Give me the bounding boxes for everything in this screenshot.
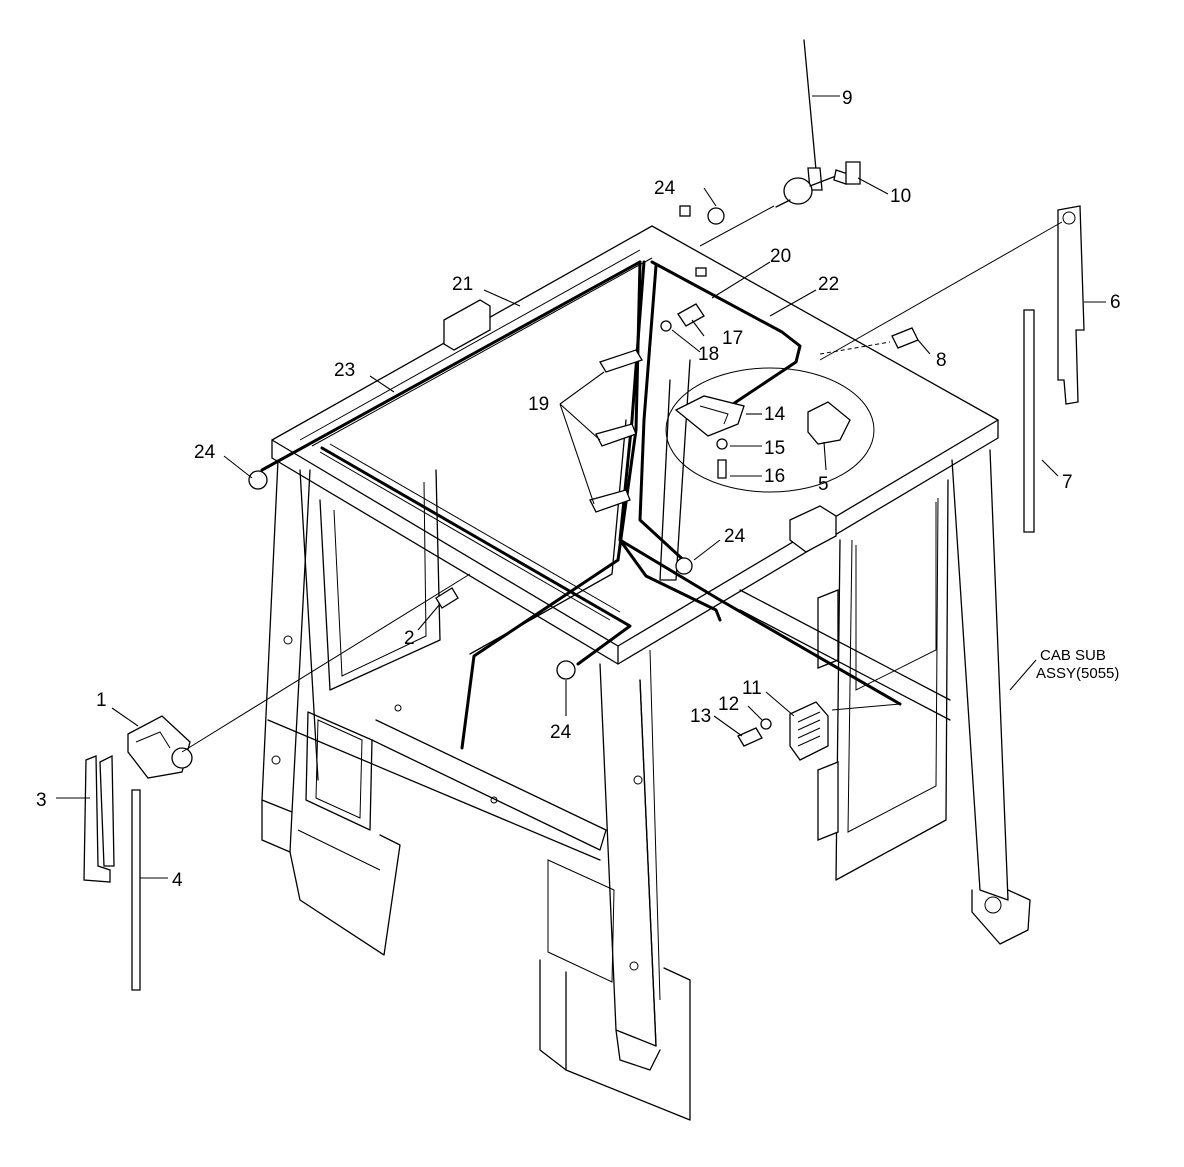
callout-4: 4 <box>172 870 183 891</box>
dome-light-detail <box>665 367 875 493</box>
callout-17: 17 <box>722 328 743 349</box>
callout-18: 18 <box>698 344 719 365</box>
assembly-note-line1: CAB SUB <box>1040 647 1106 664</box>
callout-24-mid: 24 <box>724 526 746 547</box>
callout-20: 20 <box>770 246 791 267</box>
callout-14: 14 <box>764 404 786 425</box>
callout-15: 15 <box>764 438 785 459</box>
harness-23 <box>320 446 632 666</box>
screw-16 <box>717 459 727 479</box>
antenna-9 <box>775 39 849 208</box>
dome-light-14 <box>674 395 745 437</box>
callout-2: 2 <box>404 628 415 649</box>
harness-main <box>618 260 722 622</box>
callout-11: 11 <box>742 678 762 699</box>
callout-22: 22 <box>818 274 839 295</box>
wiring-harness <box>260 260 902 750</box>
screw-13 <box>737 727 763 747</box>
bracket-6 <box>1057 205 1085 405</box>
washer-12 <box>760 718 772 730</box>
callout-19: 19 <box>528 394 549 415</box>
callout-23: 23 <box>334 360 355 381</box>
washer-15 <box>716 438 728 450</box>
harness-21 <box>260 260 642 472</box>
clamps-19 <box>589 349 643 513</box>
lens-5 <box>807 401 851 445</box>
harness-20 <box>650 260 802 408</box>
grommet-24-mid <box>675 557 693 575</box>
callout-1: 1 <box>96 690 107 711</box>
callout-6: 6 <box>1110 292 1121 313</box>
callout-10: 10 <box>890 186 911 207</box>
switch-1 <box>127 715 193 779</box>
callout-5: 5 <box>818 474 829 495</box>
callout-12: 12 <box>718 694 739 715</box>
bolt-17 <box>677 303 705 327</box>
strip-4 <box>131 789 141 991</box>
callout-24-left: 24 <box>194 442 216 463</box>
callout-24-top: 24 <box>654 178 676 199</box>
assembly-note-line2: ASSY(5055) <box>1036 665 1119 682</box>
washer-18 <box>660 320 672 332</box>
callout-24-low: 24 <box>550 722 572 743</box>
callout-3: 3 <box>36 790 47 811</box>
grommet-24-top <box>707 207 725 225</box>
callout-8: 8 <box>936 350 947 371</box>
callout-9: 9 <box>842 88 853 109</box>
leader-lines <box>56 95 1106 879</box>
callout-7: 7 <box>1062 472 1073 493</box>
bracket-3 <box>83 754 115 883</box>
callout-16: 16 <box>764 466 785 487</box>
grommet-24-left <box>248 470 268 490</box>
grommets-24 <box>248 205 725 680</box>
strip-7 <box>1023 309 1035 533</box>
bolt-10 <box>845 161 861 185</box>
callout-21: 21 <box>452 274 473 295</box>
speaker-11 <box>789 701 829 761</box>
grommet-24-low <box>556 660 576 680</box>
callout-13: 13 <box>690 706 711 727</box>
callout-labels: 1 2 3 4 5 6 7 8 9 10 11 12 13 14 15 16 1… <box>36 88 1121 891</box>
cab-sub-assembly <box>261 225 1031 1121</box>
